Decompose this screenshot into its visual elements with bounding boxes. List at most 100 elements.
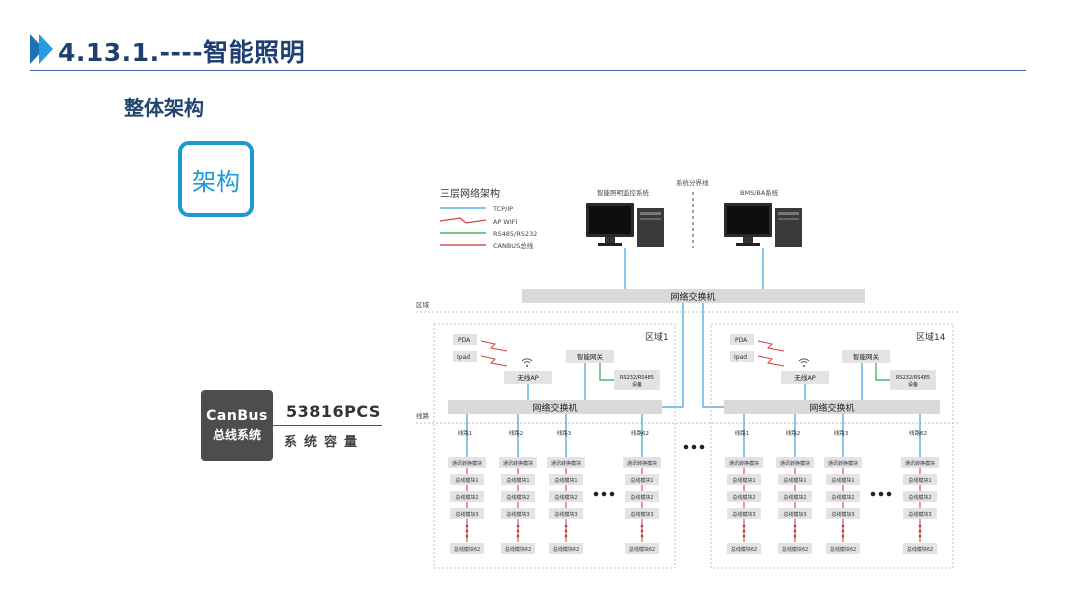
top-switch-label: 网络交换机 (670, 291, 715, 303)
title-underline (30, 70, 1026, 71)
legend-label-rs485: RS485/RS232 (493, 230, 537, 238)
bus-module (778, 508, 812, 519)
module-ellipsis-dot (742, 534, 746, 538)
bus-module (625, 474, 659, 485)
pda-device: PDA (458, 337, 471, 344)
comm-conversion-module (499, 457, 537, 468)
bus-line-label: 线路1 (735, 429, 750, 437)
line-ellipsis-dot (601, 491, 607, 497)
legend-label-canbus: CANBUS总线 (493, 241, 534, 250)
svg-text:设备: 设备 (908, 381, 918, 388)
svg-text:无线AP: 无线AP (517, 373, 538, 382)
smart-gateway (566, 350, 614, 363)
module-ellipsis-dot (793, 524, 797, 528)
rs-device (614, 370, 660, 390)
rs-device (890, 370, 936, 390)
module-ellipsis-dot (516, 524, 520, 528)
architecture-badge: 架构 (178, 141, 254, 217)
module-ellipsis-dot (564, 534, 568, 538)
computer-icon (724, 203, 802, 247)
svg-text:网络交换机: 网络交换机 (532, 402, 577, 414)
bus-module-label: 总线模块2 (554, 494, 577, 501)
zone-name: 区域14 (916, 331, 946, 343)
bus-module (501, 543, 535, 554)
zone-ellipsis (683, 444, 705, 450)
bus-module-label: 总线模块62 (731, 546, 757, 553)
bus-module (826, 508, 860, 519)
pda-device: PDA (735, 337, 748, 344)
wifi-link (480, 355, 508, 367)
module-ellipsis-dot (742, 524, 746, 528)
slide-title: 4.13.1.----智能照明 (58, 38, 306, 67)
line-ellipsis-dot (609, 491, 615, 497)
bus-module (501, 491, 535, 502)
bus-line-label: 线路3 (557, 429, 572, 437)
line-ellipsis-dot (878, 491, 884, 497)
capacity-rule (272, 425, 382, 426)
module-ellipsis-dot (516, 534, 520, 538)
bus-line-label: 线路1 (458, 429, 473, 437)
comm-conversion-label: 通讯转换模块 (729, 460, 759, 467)
bus-module-label: 总线模块3 (630, 511, 653, 518)
svg-text:无线AP: 无线AP (794, 373, 815, 382)
bms-system-label: BMS/BA系统 (740, 188, 779, 197)
bus-module-label: 总线模块2 (783, 494, 806, 501)
bus-module-label: 总线模块3 (455, 511, 478, 518)
line-ellipsis-dot (886, 491, 892, 497)
line-ellipsis-dot (870, 491, 876, 497)
wifi-icon (798, 358, 810, 367)
zone-1-area: 区域1 PDA Ipad 无线AP 智能网关 RS232/RS485 设备 网络… (433, 323, 676, 569)
module-ellipsis-dot (564, 524, 568, 528)
bus-module-label: 总线模块3 (732, 511, 755, 518)
bus-module (450, 543, 484, 554)
bus-module-label: 总线模块62 (830, 546, 856, 553)
bus-module (727, 491, 761, 502)
comm-conversion-label: 通讯转换模块 (551, 460, 581, 467)
module-ellipsis-dot (516, 529, 520, 533)
bus-module (450, 474, 484, 485)
bus-module (727, 508, 761, 519)
bus-module (778, 491, 812, 502)
bus-module (727, 543, 761, 554)
zone-14-area: 区域14 PDA Ipad 无线AP 智能网关 RS232/RS485 设备 网… (710, 323, 954, 569)
bus-line-label: 线路62 (909, 429, 927, 437)
svg-text:智能网关: 智能网关 (853, 352, 880, 361)
diagram-heading: 三层网络架构 (440, 187, 500, 200)
ipad-device: Ipad (457, 354, 470, 361)
wireless-ap (504, 371, 552, 384)
comm-conversion-label: 通讯转换模块 (452, 460, 482, 467)
bus-module (549, 491, 583, 502)
bus-module (501, 508, 535, 519)
bus-module-label: 总线模块2 (455, 494, 478, 501)
module-ellipsis-dot (742, 529, 746, 533)
module-ellipsis-dot (793, 534, 797, 538)
wifi-link (757, 340, 785, 352)
comm-conversion-label: 通讯转换模块 (905, 460, 935, 467)
bus-module-label: 总线模块62 (907, 546, 933, 553)
bus-module (727, 474, 761, 485)
canbus-block: CanBus 总线系统 (201, 390, 273, 461)
canbus-system-label: 总线系统 (212, 428, 261, 442)
svg-text:智能网关: 智能网关 (577, 352, 604, 361)
monitor-system-label: 智能照明监控系统 (597, 188, 650, 197)
bus-module-label: 总线模块1 (732, 477, 755, 484)
comm-conversion-module (448, 457, 486, 468)
system-divider-label: 系统分界线 (676, 178, 709, 187)
bus-line-label: 线路3 (834, 429, 849, 437)
comm-conversion-module (623, 457, 661, 468)
svg-text:RS232/RS485: RS232/RS485 (896, 375, 930, 381)
line-layer-label: 线路 (416, 411, 430, 420)
top-network-switch (522, 289, 865, 303)
bus-module (903, 491, 937, 502)
module-ellipsis-dot (465, 524, 469, 528)
module-ellipsis-dot (793, 529, 797, 533)
bus-module (826, 474, 860, 485)
bus-module-label: 总线模块2 (630, 494, 653, 501)
bus-module-label: 总线模块3 (554, 511, 577, 518)
bus-module (903, 543, 937, 554)
bus-module-label: 总线模块1 (783, 477, 806, 484)
module-ellipsis-dot (640, 534, 644, 538)
bus-line-label: 线路62 (631, 429, 649, 437)
zone-network-switch (448, 400, 662, 414)
